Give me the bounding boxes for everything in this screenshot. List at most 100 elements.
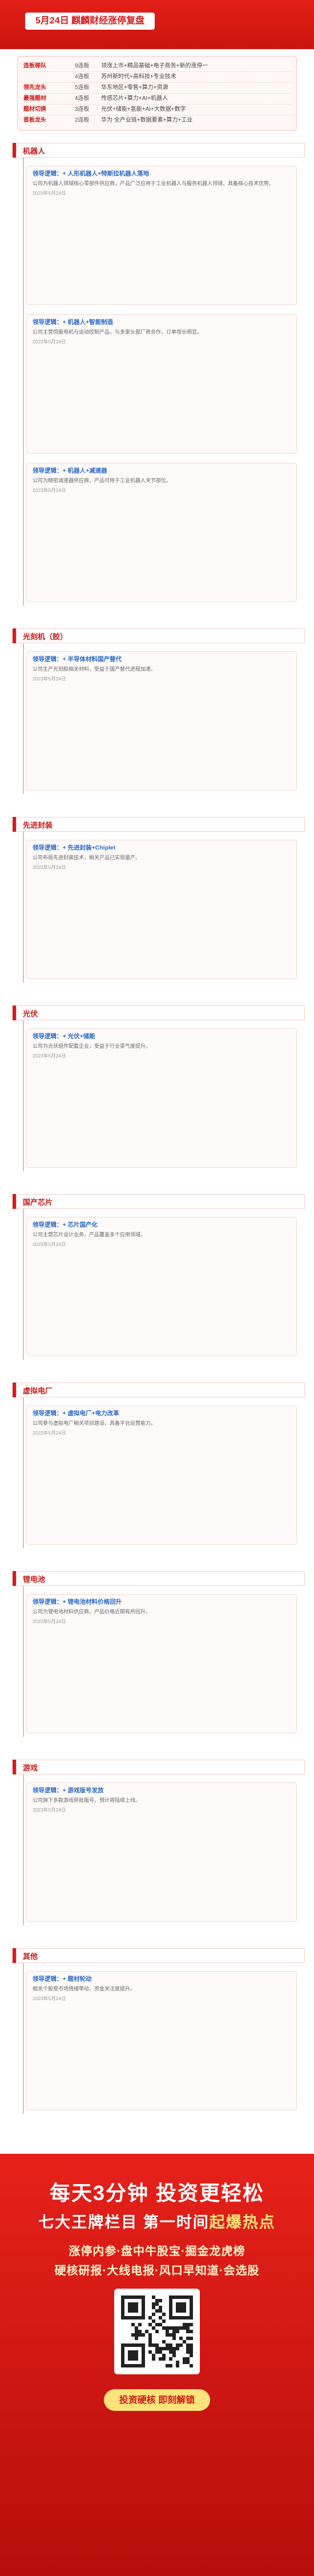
card-date: 2023年5月24日 — [33, 1241, 66, 1247]
qr-module — [190, 2330, 193, 2333]
qr-module — [176, 2347, 179, 2350]
card-logic: 领导逻辑：+ 锂电池材料价格回升 — [33, 1599, 122, 1605]
section-header: 游戏 — [13, 1760, 305, 1774]
qr-module — [172, 2326, 176, 2330]
card-logic: 领导逻辑：+ 虚拟电厂+电力改革 — [33, 1410, 119, 1417]
qr-module — [162, 2313, 166, 2316]
qr-module — [148, 2343, 152, 2347]
card-description: 公司为锂电池材料供应商，产品价格近期有所回升。 — [33, 1609, 151, 1614]
qr-module — [169, 2343, 172, 2347]
qr-module — [155, 2343, 159, 2347]
section-header: 机器人 — [13, 143, 305, 158]
section-title: 其他 — [23, 1952, 38, 1961]
qr-module — [166, 2326, 169, 2330]
qr-finder — [128, 2302, 138, 2313]
qr-module — [190, 2337, 193, 2340]
qr-module — [131, 2333, 135, 2337]
qr-module — [148, 2323, 152, 2326]
section-spine — [23, 1774, 24, 1925]
card-description: 公司主营芯片设计业务，产品覆盖多个应用领域。 — [33, 1232, 146, 1237]
qr-module — [176, 2361, 179, 2364]
qr-module — [131, 2323, 135, 2326]
qr-code — [114, 2289, 200, 2374]
page-title: 5月24日 麒麟财经涨停复盘 — [25, 13, 155, 30]
qr-module — [183, 2323, 186, 2326]
qr-module — [159, 2347, 162, 2350]
summary-num: 3连板 — [75, 106, 90, 113]
section-title: 虚拟电厂 — [23, 1387, 53, 1395]
qr-module — [152, 2343, 155, 2347]
card-description: 公司为机器人领域核心零部件供应商，产品广泛应用于工业机器人与服务机器人领域，具备… — [33, 181, 275, 186]
summary-val: 苏州新时代+高科技+专业技术 — [101, 74, 176, 80]
qr-module — [176, 2364, 179, 2367]
qr-module — [135, 2337, 138, 2340]
qr-module — [162, 2354, 166, 2357]
qr-module — [148, 2333, 152, 2337]
qr-module — [162, 2347, 166, 2350]
qr-module — [183, 2357, 186, 2361]
card-logic: 领导逻辑：+ 人形机器人+特斯拉机器人落地 — [33, 170, 150, 177]
qr-module — [169, 2347, 172, 2350]
qr-module — [172, 2350, 176, 2354]
qr-module — [186, 2337, 190, 2340]
qr-module — [135, 2330, 138, 2333]
section-header: 国产芯片 — [13, 1194, 305, 1209]
card-date: 2023年5月24日 — [33, 676, 66, 682]
summary-num: 2连板 — [75, 117, 90, 123]
card-date: 2023年5月24日 — [33, 1996, 66, 2001]
card-date: 2023年5月24日 — [33, 1618, 66, 1624]
summary-val: 华东地区+零售+算力+资源 — [101, 85, 168, 91]
section-header: 先进封装 — [13, 817, 305, 832]
qr-module — [183, 2361, 186, 2364]
summary-key: 连板梯队 — [23, 63, 46, 69]
qr-module — [155, 2309, 159, 2313]
card-logic: 领导逻辑：+ 机器人+智能制造 — [33, 319, 114, 326]
card-description: 公司为光伏组件配套企业，受益于行业景气度提升。 — [33, 1043, 151, 1049]
qr-module — [190, 2323, 193, 2326]
section-header: 锂电池 — [13, 1571, 305, 1586]
card-description: 公司主营伺服电机与运动控制产品，与多家头部厂商合作，订单增长明显。 — [33, 329, 203, 335]
summary-row: 4连板苏州新时代+高科技+专业技术 — [23, 72, 291, 83]
qr-module — [155, 2299, 159, 2302]
section-title: 光伏 — [23, 1009, 38, 1018]
section-title: 机器人 — [23, 147, 46, 155]
card-date: 2023年5月24日 — [33, 339, 66, 344]
qr-module — [159, 2306, 162, 2309]
qr-module — [162, 2340, 166, 2343]
qr-module — [152, 2306, 155, 2309]
section-title: 先进封装 — [23, 821, 53, 830]
qr-module — [152, 2326, 155, 2330]
qr-module — [162, 2326, 166, 2330]
qr-module — [186, 2357, 190, 2361]
promo-line-1: 每天3分钟 投资更轻松 — [49, 2181, 265, 2205]
card-logic: 领导逻辑：+ 游戏版号发放 — [33, 1787, 104, 1794]
promo-line-4: 硬核研报·大线电报·风口早知道·会选股 — [54, 2265, 260, 2277]
promo-line-2: 七大王牌栏目 第一时间起爆热点 — [0, 2210, 314, 2232]
qr-module — [166, 2333, 169, 2337]
qr-module — [186, 2347, 190, 2350]
qr-module — [166, 2330, 169, 2333]
qr-module — [142, 2333, 145, 2337]
qr-module — [186, 2350, 190, 2354]
qr-module — [152, 2313, 155, 2316]
qr-module — [176, 2343, 179, 2347]
qr-module — [152, 2319, 155, 2323]
qr-module — [190, 2347, 193, 2350]
stock-card: 领导逻辑：+ 机器人+智能制造公司主营伺服电机与运动控制产品，与多家头部厂商合作… — [26, 314, 297, 454]
qr-module — [135, 2333, 138, 2337]
promo-line-2b: 起爆热点 — [209, 2214, 276, 2231]
stock-card: 领导逻辑：+ 半导体材料国产替代公司生产光刻胶相关材料，受益于国产替代进程加速。… — [26, 651, 297, 791]
summary-key: 最强题材 — [23, 95, 46, 102]
stock-card: 领导逻辑：+ 人形机器人+特斯拉机器人落地公司为机器人领域核心零部件供应商，产品… — [26, 166, 297, 305]
stock-card: 领导逻辑：+ 光伏+储能公司为光伏组件配套企业，受益于行业景气度提升。2023年… — [26, 1028, 297, 1168]
card-description: 相关个股受市场情绪带动，资金关注度提升。 — [33, 1986, 136, 1992]
section-spine — [23, 1020, 24, 1171]
qr-module — [159, 2299, 162, 2302]
summary-key: 领先龙头 — [23, 85, 46, 91]
qr-module — [166, 2347, 169, 2350]
unlock-button[interactable]: 投资硬核 即刻解锁 — [104, 2389, 210, 2411]
